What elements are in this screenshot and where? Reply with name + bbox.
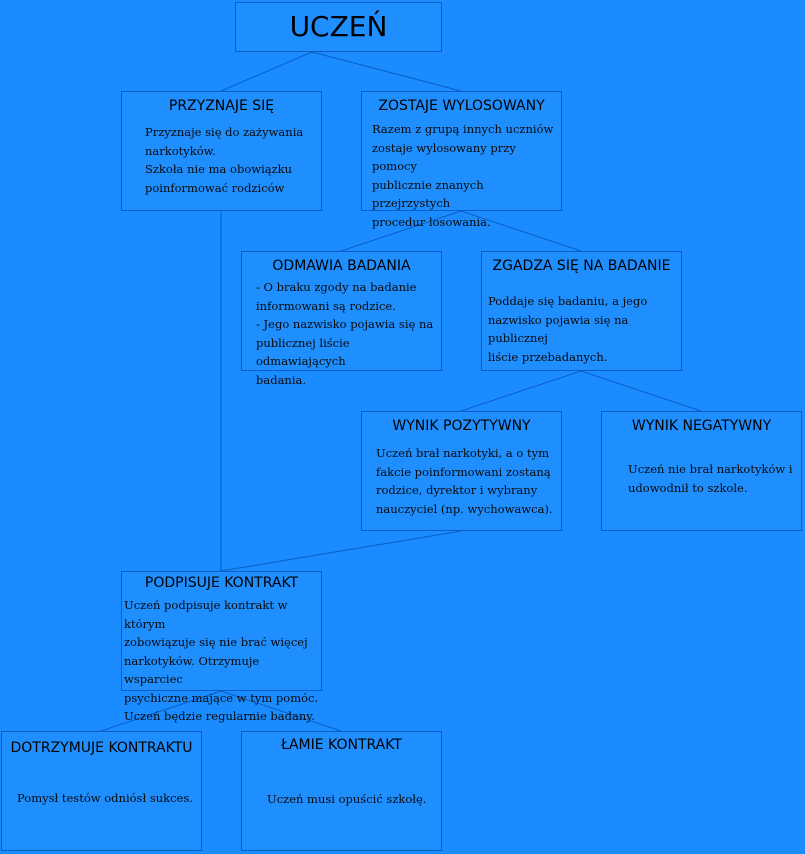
text-line: Poddaje się badaniu, a jego — [488, 294, 648, 308]
text-line: poinformować rodziców — [145, 180, 285, 195]
node-dotrzymuje-kontraktu: DOTRZYMUJE KONTRAKTU Pomysł testów odnió… — [1, 731, 202, 851]
text-line: informowani są rodzice. — [256, 298, 396, 313]
text-line: Uczeń musi opuścić szkołę. — [267, 792, 427, 806]
node-dotrzymuje-kontraktu-text: Pomysł testów odniósł sukces. — [17, 789, 193, 808]
node-zostaje-wylosowany-text: Razem z grupą innych uczniów zostaje wyl… — [372, 120, 561, 231]
text-line: badania. — [256, 372, 307, 387]
text-line: narkotyków. Otrzymuje wsparciec — [124, 653, 260, 687]
node-uczen: UCZEŃ — [235, 2, 442, 52]
node-lamie-kontrakt-text: Uczeń musi opuścić szkołę. — [267, 790, 426, 809]
node-zgadza-sie: ZGADZA SIĘ NA BADANIE Poddaje się badani… — [481, 251, 682, 371]
node-wynik-negatywny-title: WYNIK NEGATYWNY — [631, 418, 772, 434]
node-zostaje-wylosowany: ZOSTAJE WYLOSOWANY Razem z grupą innych … — [361, 91, 562, 229]
node-przyznaje-sie-text: Przyznaje się do zażywania narkotyków. S… — [145, 123, 303, 197]
node-zgadza-sie-text: Poddaje się badaniu, a jego nazwisko poj… — [488, 292, 681, 366]
connector-drawn-refuses — [340, 210, 462, 252]
node-odmawia-badania-text: - O braku zgody na badanie informowani s… — [256, 278, 441, 389]
text-line: fakcie poinformowani zostaną — [376, 464, 551, 479]
node-wynik-negatywny: WYNIK NEGATYWNY Uczeń nie brał narkotykó… — [601, 411, 802, 531]
connector-root-drawn — [311, 51, 462, 92]
connector-positive-contract — [220, 530, 462, 572]
node-przyznaje-sie-title: PRZYZNAJE SIĘ — [168, 98, 275, 114]
text-line: liście przebadanych. — [488, 349, 608, 364]
text-line: Pomysł testów odniósł sukces. — [17, 791, 193, 805]
connector-root-admits — [220, 51, 313, 92]
text-line: - O braku zgody na badanie — [256, 280, 417, 294]
connector-agrees-positive — [460, 370, 582, 412]
connector-contract-breaks — [220, 690, 342, 732]
node-dotrzymuje-kontraktu-title: DOTRZYMUJE KONTRAKTU — [10, 740, 193, 756]
node-zostaje-wylosowany-title: ZOSTAJE WYLOSOWANY — [378, 98, 545, 114]
connector-agrees-negative — [580, 370, 702, 412]
node-odmawia-badania: ODMAWIA BADANIA - O braku zgody na badan… — [241, 251, 442, 387]
text-line: psychiczne mające w tym pomóc. — [124, 690, 319, 705]
text-line: Razem z grupą innych uczniów — [372, 122, 554, 136]
text-line: nauczyciel (np. wychowawca). — [376, 501, 553, 516]
text-line: zobowiązuje się nie brać więcej — [124, 635, 308, 649]
node-uczen-title: UCZEŃ — [289, 10, 388, 43]
node-wynik-pozytywny: WYNIK POZYTYWNY Uczeń brał narkotyki, a … — [361, 411, 562, 531]
text-line: publicznie znanych przejrzystych — [372, 177, 484, 211]
node-podpisuje-kontrakt-title: PODPISUJE KONTRAKT — [144, 575, 299, 591]
node-wynik-pozytywny-title: WYNIK POZYTYWNY — [392, 418, 531, 434]
text-line: Przyznaje się do zażywania — [145, 125, 304, 139]
connector-contract-keeps — [100, 690, 222, 732]
connector-drawn-agrees — [460, 210, 582, 252]
node-lamie-kontrakt: ŁAMIE KONTRAKT Uczeń musi opuścić szkołę… — [241, 731, 442, 851]
text-line: procedur losowania. — [372, 214, 491, 229]
text-line: Uczeń podpisuje kontrakt w którym — [124, 598, 288, 631]
text-line: udowodnił to szkole. — [628, 480, 748, 495]
text-line: - Jego nazwisko pojawia się na — [256, 317, 434, 331]
text-line: narkotyków. — [145, 143, 216, 158]
node-wynik-negatywny-text: Uczeń nie brał narkotyków i udowodnił to… — [628, 460, 793, 497]
node-lamie-kontrakt-title: ŁAMIE KONTRAKT — [281, 737, 402, 753]
node-podpisuje-kontrakt-text: Uczeń podpisuje kontrakt w którym zobowi… — [124, 596, 321, 726]
node-odmawia-badania-title: ODMAWIA BADANIA — [272, 258, 411, 274]
text-line: Uczeń nie brał narkotyków i — [628, 462, 793, 476]
text-line: publicznej liście odmawiających — [256, 335, 350, 369]
text-line: nazwisko pojawia się na publicznej — [488, 312, 629, 346]
node-wynik-pozytywny-text: Uczeń brał narkotyki, a o tym fakcie poi… — [376, 444, 553, 518]
node-przyznaje-sie: PRZYZNAJE SIĘ Przyznaje się do zażywania… — [121, 91, 322, 211]
text-line: rodzice, dyrektor i wybrany — [376, 483, 538, 497]
node-zgadza-sie-title: ZGADZA SIĘ NA BADANIE — [492, 258, 671, 274]
text-line: Uczeń będzie regularnie badany. — [124, 709, 315, 723]
text-line: zostaje wylosowany przy pomocy — [372, 140, 516, 174]
text-line: Szkoła nie ma obowiązku — [145, 162, 293, 176]
text-line: Uczeń brał narkotyki, a o tym — [376, 446, 549, 460]
node-podpisuje-kontrakt: PODPISUJE KONTRAKT Uczeń podpisuje kontr… — [121, 571, 322, 723]
